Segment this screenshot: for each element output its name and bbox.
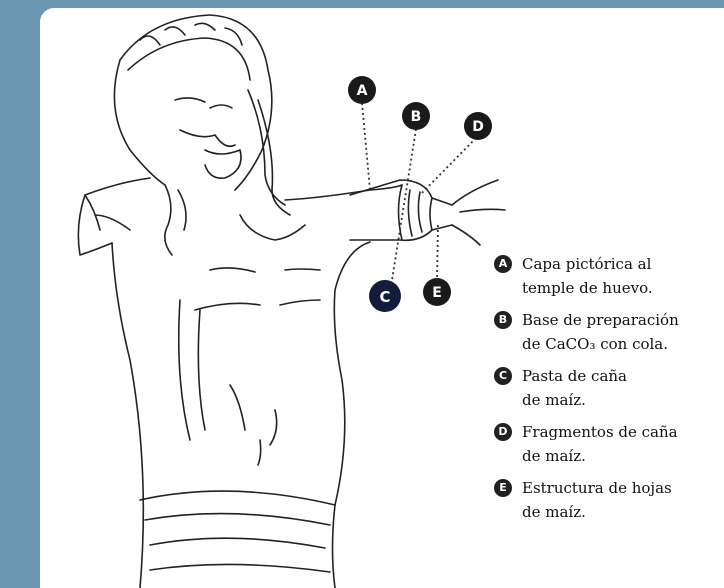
callout-a: A [348,76,376,104]
legend-item-e: E Estructura de hojas de maíz. [494,476,724,524]
callout-c: C [369,280,401,312]
callout-e: E [423,278,451,306]
callout-d: D [464,112,492,140]
legend-item-a: A Capa pictórica al temple de huevo. [494,252,724,300]
legend-text-e: Estructura de hojas de maíz. [522,476,672,524]
legend-item-b: B Base de preparación de CaCO₃ con cola. [494,308,724,356]
callout-a-letter: A [357,83,368,99]
callout-b-letter: B [411,109,422,125]
legend-text-c: Pasta de caña de maíz. [522,364,627,412]
legend-badge-b: B [494,311,512,329]
legend-badge-c: C [494,367,512,385]
legend-item-d: D Fragmentos de caña de maíz. [494,420,724,468]
callout-e-letter: E [432,285,442,301]
legend-badge-d: D [494,423,512,441]
callout-b: B [402,102,430,130]
legend-text-a: Capa pictórica al temple de huevo. [522,252,653,300]
legend-text-d: Fragmentos de caña de maíz. [522,420,678,468]
legend-badge-a: A [494,255,512,273]
callout-c-letter: C [379,288,390,306]
legend: A Capa pictórica al temple de huevo. B B… [494,252,724,532]
legend-badge-e: E [494,479,512,497]
callout-d-letter: D [472,119,484,135]
legend-item-c: C Pasta de caña de maíz. [494,364,724,412]
legend-text-b: Base de preparación de CaCO₃ con cola. [522,308,679,356]
